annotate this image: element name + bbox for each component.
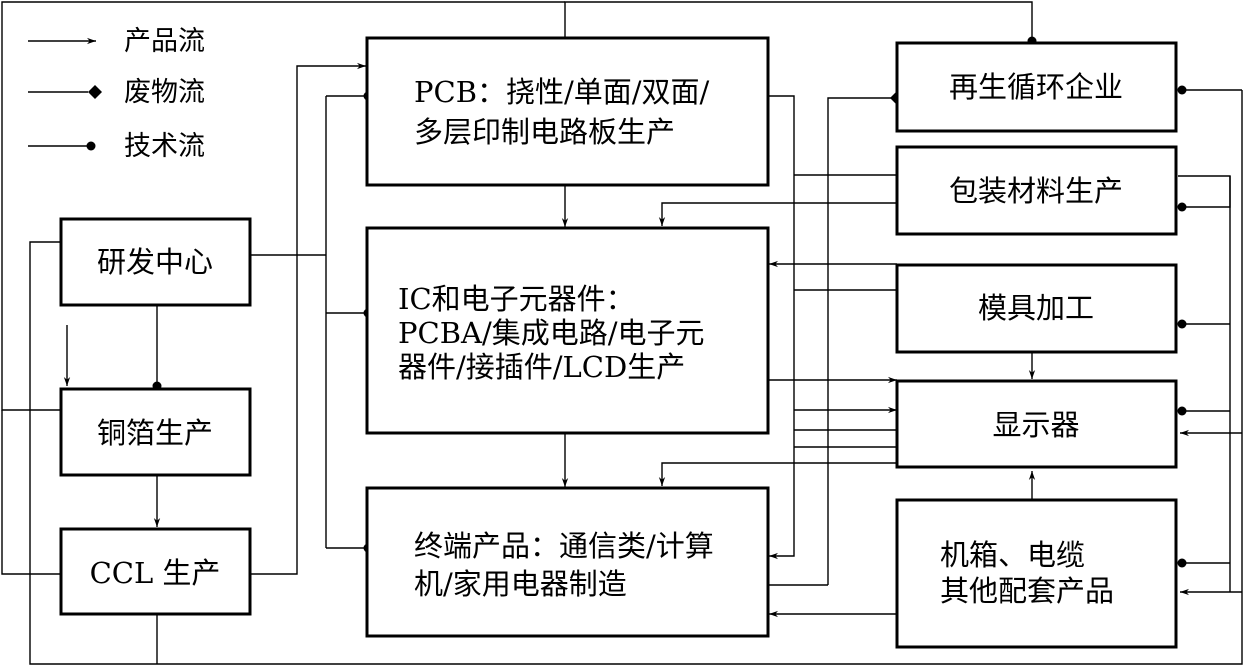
connector-pcb-terminal-right	[769, 95, 795, 560]
connector-bottom-loop	[29, 90, 1243, 665]
node-terminal-line-1: 终端产品：通信类/计算	[414, 529, 714, 563]
node-pcb-line-2: 多层印制电路板生产	[414, 115, 675, 149]
dot-icon	[86, 141, 96, 151]
node-recycling: 再生循环企业	[895, 41, 1178, 133]
dot-icon	[1177, 558, 1187, 568]
node-packaging-label: 包装材料生产	[949, 174, 1123, 208]
node-terminal: 终端产品：通信类/计算 机/家用电器制造	[365, 486, 770, 638]
node-recycling-label: 再生循环企业	[949, 70, 1123, 104]
connector-packaging-ic	[658, 202, 897, 226]
node-chassis-line-1: 机箱、电缆	[940, 538, 1085, 572]
node-ccl: CCL 生产	[59, 527, 252, 616]
connector-right-packaging	[1178, 175, 1231, 208]
connector-left-outer-loop	[1, 1, 565, 411]
connector-ccl-pcb	[250, 62, 366, 575]
node-chassis: 机箱、电缆 其他配套产品	[895, 498, 1178, 649]
node-chassis-line-2: 其他配套产品	[940, 574, 1114, 608]
node-pcb: PCB：挠性/单面/双面/ 多层印制电路板生产	[365, 36, 770, 187]
node-copper-foil-label: 铜箔生产	[97, 416, 213, 450]
node-display-label: 显示器	[992, 408, 1079, 442]
legend-product-flow-label: 产品流	[124, 26, 205, 57]
legend-waste-flow-label: 废物流	[124, 77, 205, 108]
node-ic: IC和电子元器件： PCBA/集成电路/电子元 器件/接插件/LCD生产	[365, 226, 770, 435]
connector-left-lower	[1, 410, 60, 575]
node-ic-line-1: IC和电子元器件：	[398, 282, 635, 316]
node-display: 显示器	[895, 379, 1178, 469]
node-mold-label: 模具加工	[978, 291, 1094, 325]
connector-display-terminal	[658, 462, 897, 486]
node-ic-line-3: 器件/接插件/LCD生产	[398, 350, 685, 384]
node-terminal-line-2: 机/家用电器制造	[414, 567, 627, 601]
dot-icon	[1177, 202, 1187, 212]
connector-pcb-recycling-top	[564, 1, 1033, 43]
node-pcb-line-1: PCB：挠性/单面/双面/	[414, 75, 710, 109]
node-rd-center: 研发中心	[59, 217, 252, 307]
diamond-icon	[88, 85, 102, 99]
legend-tech-flow-label: 技术流	[124, 131, 205, 162]
node-packaging: 包装材料生产	[895, 145, 1178, 236]
dot-icon	[1177, 406, 1187, 416]
node-ccl-label: CCL 生产	[90, 556, 221, 590]
node-copper-foil: 铜箔生产	[59, 387, 252, 477]
node-rd-center-label: 研发中心	[97, 245, 213, 279]
node-ic-line-2: PCBA/集成电路/电子元	[398, 316, 705, 350]
node-mold: 模具加工	[895, 263, 1178, 354]
connector-waste-bus	[827, 97, 897, 585]
dot-icon	[1177, 85, 1187, 95]
dot-icon	[1177, 319, 1187, 329]
legend: 产品流 废物流 技术流	[28, 26, 205, 162]
